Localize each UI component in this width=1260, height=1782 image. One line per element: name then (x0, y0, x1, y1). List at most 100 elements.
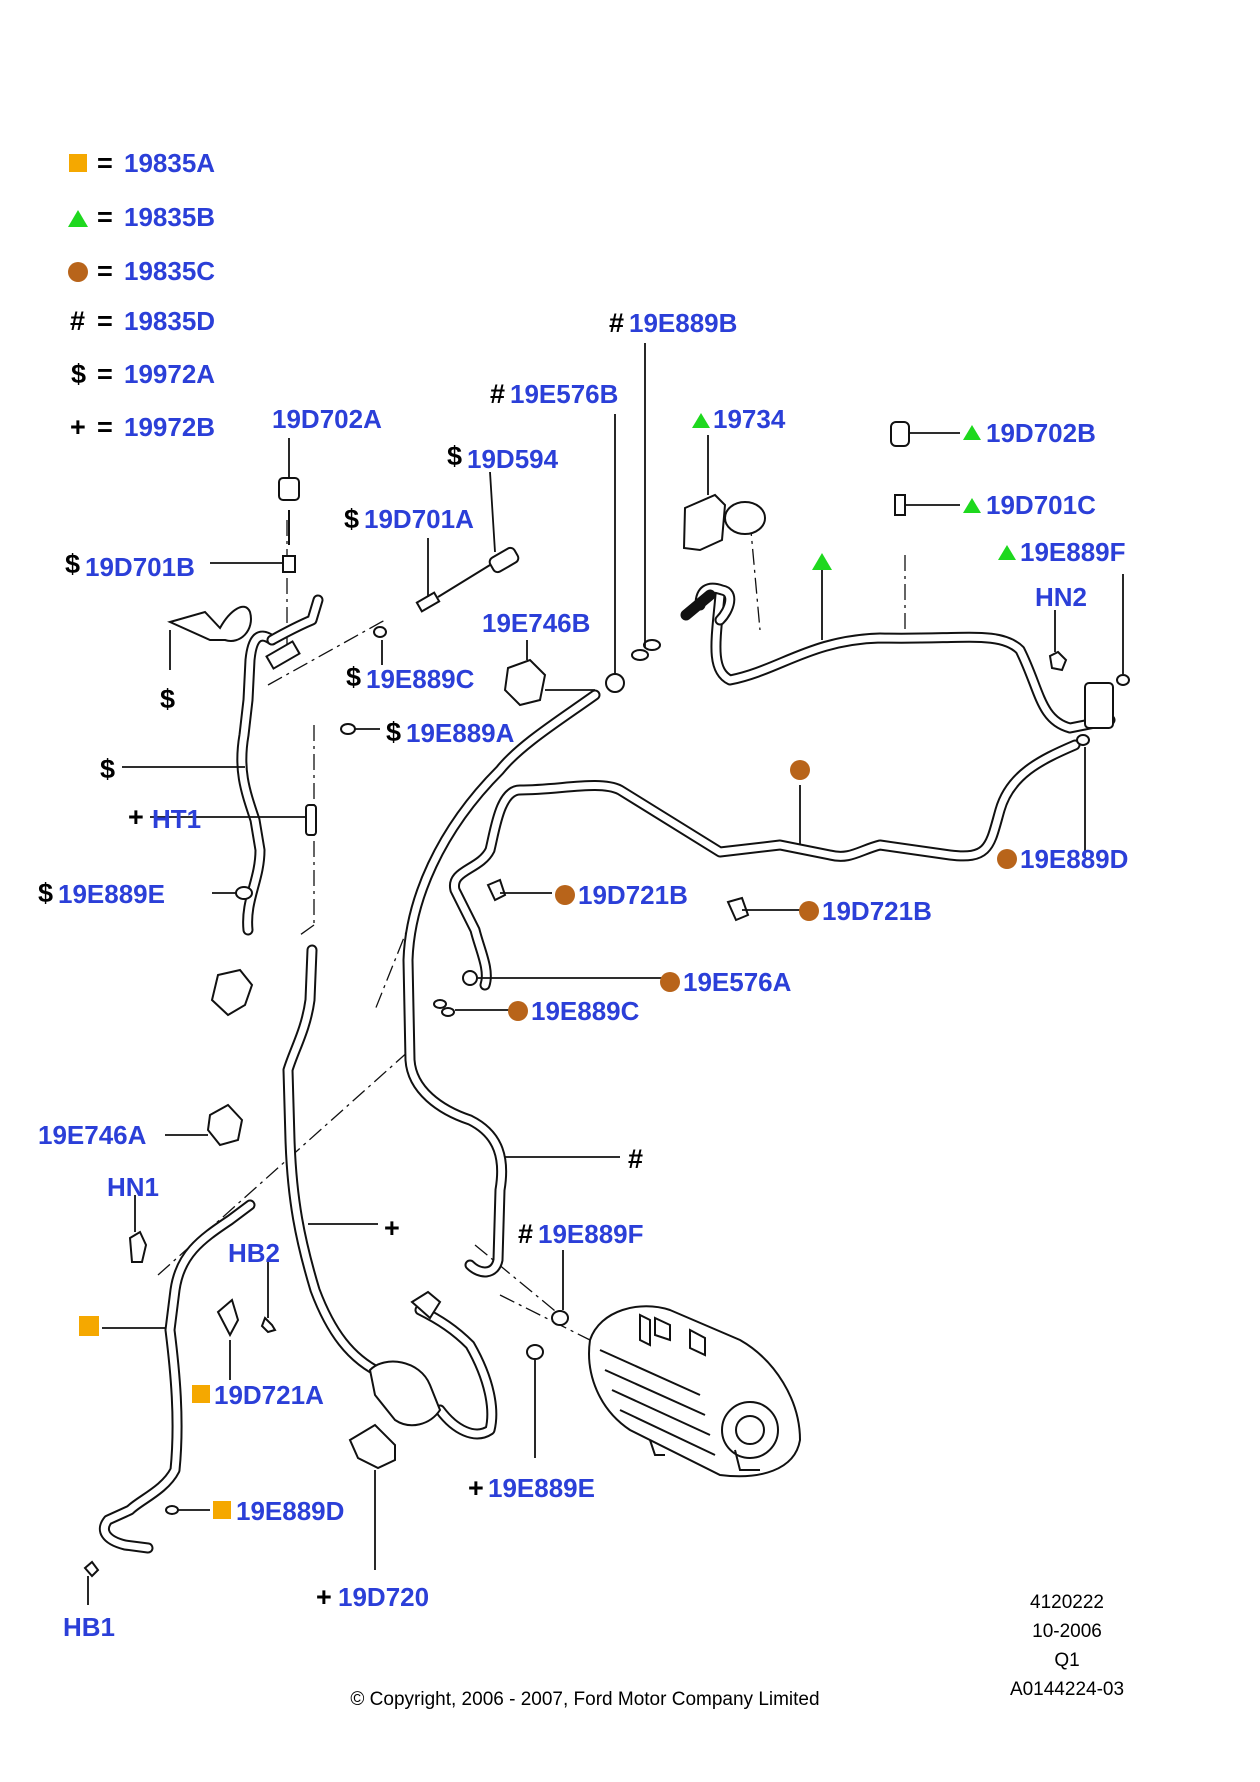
callout-19e889c-mid: 19E889C (531, 996, 640, 1026)
marker-triangle-19d702b (963, 425, 981, 440)
nut-hn2-icon (1048, 650, 1068, 672)
callout-hash-hose: # (628, 1144, 643, 1174)
svg-text:$: $ (447, 441, 462, 471)
callout-19e889b: 19E889B (629, 308, 737, 338)
callout-dollar-pipe: $ (100, 754, 115, 784)
callout-19e889f-mid: 19E889F (538, 1219, 644, 1249)
bracket-left-icon (167, 605, 252, 642)
bolt-hb2-icon (260, 1316, 277, 1334)
callout-19e889d-left: 19E889D (236, 1496, 344, 1526)
callout-19e576b: 19E576B (510, 379, 618, 409)
bolt-hb1-icon (83, 1560, 100, 1578)
oring-19e889c-mid-a-icon (433, 999, 447, 1009)
marker-triangle-19d701c (963, 498, 981, 513)
legend-triangle-icon (68, 210, 88, 227)
oring-19e889a-icon (340, 723, 356, 735)
legend-code-triangle: 19835B (124, 202, 215, 232)
svg-text:$: $ (65, 549, 80, 579)
svg-text:#: # (609, 308, 624, 338)
footer-ref: 4120222 (1030, 1592, 1104, 1613)
callout-19e746a: 19E746A (38, 1120, 147, 1150)
footer-drawing-id: A0144224-03 (1010, 1679, 1124, 1700)
callouts: 19D702A $ 19D594 $ 19D701A $ 19D701B $ $… (38, 308, 1128, 1642)
oring-19e889e-left-icon (235, 886, 253, 900)
legend-circle-icon (68, 262, 88, 282)
hose-plus-main (282, 944, 391, 1381)
clip-19e746a-icon (206, 1103, 244, 1147)
svg-text:$: $ (346, 662, 361, 692)
marker-circle-19e889d (997, 849, 1017, 869)
bracket-19d721a-icon (216, 1298, 240, 1338)
oring-19e889b-b-icon (643, 639, 661, 651)
callout-19d701c: 19D701C (986, 490, 1096, 520)
ht1-tag-icon (305, 804, 317, 836)
svg-text:$: $ (344, 504, 359, 534)
clip-19e746b-icon (503, 658, 547, 707)
leader-lines (87, 343, 1124, 1605)
diagram-markers (79, 413, 1017, 1519)
svg-text:=: = (97, 148, 113, 178)
svg-text:#: # (518, 1219, 533, 1249)
svg-text:+: + (468, 1473, 484, 1503)
svg-text:+: + (128, 802, 144, 832)
callout-19e889a: 19E889A (406, 718, 515, 748)
cap-19d702b-icon (890, 421, 910, 447)
callout-19e889d-right: 19E889D (1020, 844, 1128, 874)
marker-triangle-hose (812, 553, 832, 570)
legend-code-circle: 19835C (124, 256, 215, 286)
svg-text:=: = (97, 412, 113, 442)
oring-19e889c-top-icon (373, 626, 387, 638)
callout-hn1: HN1 (107, 1172, 159, 1202)
callout-19e889c-top: 19E889C (366, 664, 475, 694)
switch-19d594-icon (488, 546, 520, 574)
callout-19e576a: 19E576A (683, 967, 792, 997)
legend-code-hash: 19835D (124, 306, 215, 336)
hose-suction-bottom (414, 1304, 498, 1440)
svg-text:=: = (97, 359, 113, 389)
marker-circle-19d721b-b (799, 901, 819, 921)
oring-19e889f-right-icon (1116, 674, 1130, 686)
washer-19e576b-icon (605, 673, 625, 693)
marker-circle-hose (790, 760, 810, 780)
svg-text:+: + (316, 1582, 332, 1612)
legend-code-square: 19835A (124, 148, 215, 178)
oring-19e889b-a-icon (631, 649, 649, 661)
callout-dollar-bracket: $ (160, 684, 175, 714)
callout-19734: 19734 (713, 404, 786, 434)
marker-square-19d721a (192, 1385, 210, 1403)
oring-19e889c-mid-b-icon (441, 1007, 455, 1017)
fitting-left-lower-icon (210, 968, 254, 1017)
block-right-icon (1084, 682, 1114, 729)
callout-19e889e-left: 19E889E (58, 879, 165, 909)
callout-plus-hose: + (384, 1213, 400, 1243)
svg-text:$: $ (386, 717, 401, 747)
marker-square-19e889d (213, 1501, 231, 1519)
marker-square-hose (79, 1316, 99, 1336)
svg-text:=: = (97, 202, 113, 232)
svg-text:#: # (490, 379, 505, 409)
legend-square-icon (69, 154, 87, 172)
bracket-19d721b-b-icon (726, 896, 750, 922)
marker-circle-19e889c-mid (508, 1001, 528, 1021)
parts (83, 421, 1130, 1578)
callout-19d594: 19D594 (467, 444, 559, 474)
callout-19e889f-right: 19E889F (1020, 537, 1126, 567)
marker-circle-19e576a (660, 972, 680, 992)
svg-text:$: $ (38, 878, 53, 908)
footer-copyright: © Copyright, 2006 - 2007, Ford Motor Com… (350, 1689, 819, 1710)
legend-plus-symbol: + (70, 412, 86, 442)
callout-19d701a: 19D701A (364, 504, 474, 534)
footer: 4120222 10-2006 Q1 A0144224-03 © Copyrig… (350, 1592, 1124, 1710)
cap-19d702a-icon (278, 477, 300, 501)
callout-19d721b-b: 19D721B (822, 896, 932, 926)
hose-green-top (680, 582, 1116, 734)
callout-hb1: HB1 (63, 1612, 115, 1642)
valve-19734-icon (724, 501, 766, 535)
callout-19d721b-a: 19D721B (578, 880, 688, 910)
callout-19d720: 19D720 (338, 1582, 429, 1612)
legend-dollar-symbol: $ (71, 359, 86, 389)
callout-19d702b: 19D702B (986, 418, 1096, 448)
hose-hash-main (402, 689, 601, 1278)
muffler (368, 1360, 442, 1427)
bracket-19734-icon (682, 493, 727, 552)
